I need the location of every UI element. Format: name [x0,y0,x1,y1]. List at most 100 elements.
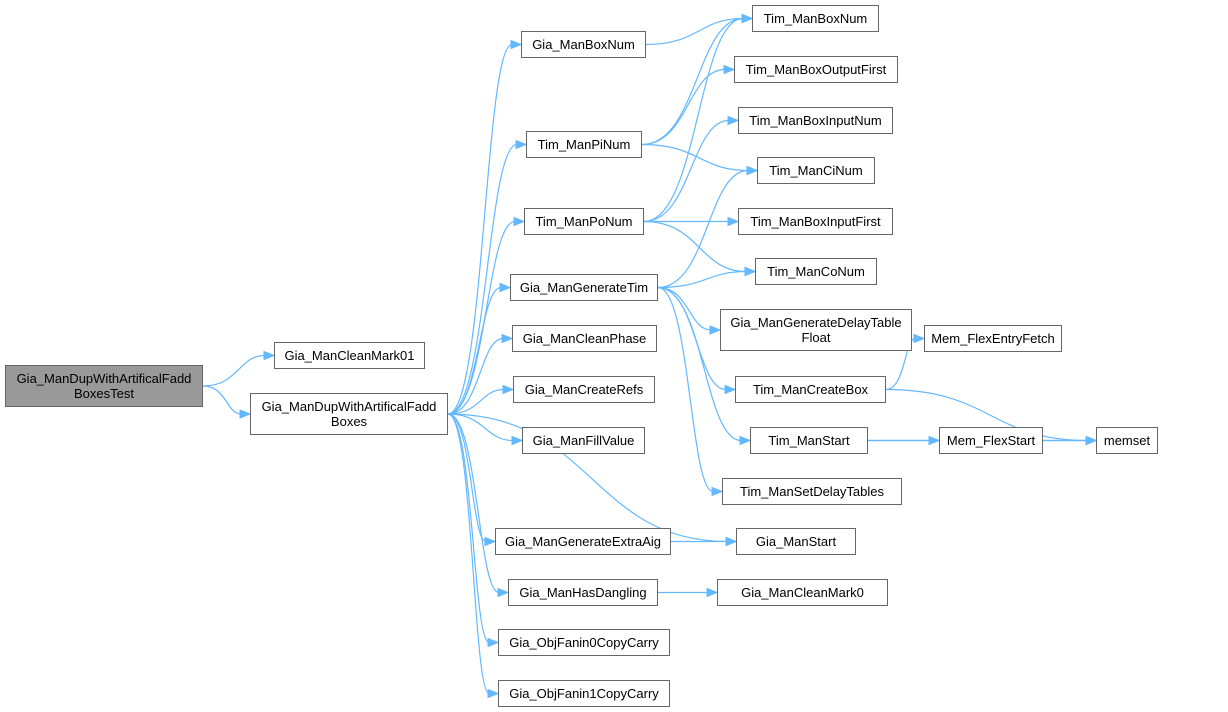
node-label: Gia_ObjFanin0CopyCarry [509,635,659,650]
node-label: Tim_ManCiNum [769,163,863,178]
node-setdelay[interactable]: Tim_ManSetDelayTables [722,478,902,505]
edge-gentim-to-createbox [657,286,727,391]
node-label: Tim_ManBoxInputFirst [750,214,881,229]
node-flexentry[interactable]: Mem_FlexEntryFetch [924,325,1062,352]
node-conum[interactable]: Tim_ManCoNum [755,258,877,285]
arrowhead-icon [497,587,510,598]
node-boxoutfirst[interactable]: Tim_ManBoxOutputFirst [734,56,898,83]
node-label: memset [1103,433,1151,448]
edge-timponum-to-boxinnum [643,119,730,223]
arrowhead-icon [727,216,740,227]
node-label: Gia_ObjFanin1CopyCarry [509,686,659,701]
edge-gentim-to-cinum [657,169,749,289]
node-label: Mem_FlexEntryFetch [931,331,1055,346]
node-label: Gia_ManCleanMark0 [741,585,864,600]
node-dupfadd[interactable]: Gia_ManDupWithArtificalFadd Boxes [250,393,448,435]
edge-root-to-cleanmark01 [202,354,266,387]
arrowhead-icon [515,139,528,150]
edge-dupfadd-to-createrefs [447,388,505,415]
node-label: Gia_ManStart [755,534,837,549]
edge-dupfadd-to-giaboxnum [447,43,513,415]
edge-timpinum-to-timboxnum [641,17,744,146]
arrowhead-icon [1085,435,1098,446]
edge-dupfadd-to-timpinum [447,143,518,415]
node-timpinum[interactable]: Tim_ManPiNum [526,131,642,158]
node-boxinfirst[interactable]: Tim_ManBoxInputFirst [738,208,893,235]
node-hasdangling[interactable]: Gia_ManHasDangling [508,579,658,606]
node-fanin1[interactable]: Gia_ObjFanin1CopyCarry [498,680,670,707]
arrowhead-icon [484,536,497,547]
node-flexstart[interactable]: Mem_FlexStart [939,427,1043,454]
edge-gentim-to-setdelay [657,286,714,493]
arrowhead-icon [723,64,736,75]
node-timstart[interactable]: Tim_ManStart [750,427,868,454]
node-memset[interactable]: memset [1096,427,1158,454]
node-boxinnum[interactable]: Tim_ManBoxInputNum [738,107,893,134]
node-label: Tim_ManStart [768,433,850,448]
node-giaboxnum[interactable]: Gia_ManBoxNum [521,31,646,58]
node-gentim[interactable]: Gia_ManGenerateTim [510,274,658,301]
node-root[interactable]: Gia_ManDupWithArtificalFadd BoxesTest [5,365,203,407]
edge-dupfadd-to-fanin0 [447,413,490,644]
edge-dupfadd-to-cleanphase [447,337,504,415]
node-label: Gia_ManDupWithArtificalFadd BoxesTest [16,371,192,401]
node-label: Tim_ManPoNum [535,214,633,229]
node-cleanphase[interactable]: Gia_ManCleanPhase [512,325,657,352]
node-createrefs[interactable]: Gia_ManCreateRefs [513,376,655,403]
node-fillvalue[interactable]: Gia_ManFillValue [522,427,645,454]
edge-dupfadd-to-fanin1 [447,413,490,695]
node-label: Gia_ManBoxNum [532,37,635,52]
arrowhead-icon [741,13,754,24]
arrowhead-icon [239,409,252,419]
node-label: Gia_ManCreateRefs [524,382,644,397]
node-label: Gia_ManFillValue [532,433,635,448]
node-label: Gia_ManGenerateTim [519,280,649,295]
node-fanin0[interactable]: Gia_ObjFanin0CopyCarry [498,629,670,656]
edge-gentim-to-timstart [657,286,742,442]
node-timponum[interactable]: Tim_ManPoNum [524,208,644,235]
node-label: Tim_ManCoNum [767,264,865,279]
edge-dupfadd-to-gentim [447,286,502,415]
arrowhead-icon [487,637,500,648]
node-timboxnum[interactable]: Tim_ManBoxNum [752,5,879,32]
node-gendelay[interactable]: Gia_ManGenerateDelayTable Float [720,309,912,351]
edge-root-to-dupfadd [202,385,242,415]
node-label: Tim_ManBoxInputNum [749,113,882,128]
arrowhead-icon [725,536,738,547]
node-label: Tim_ManSetDelayTables [739,484,885,499]
edge-dupfadd-to-giastart [447,413,728,543]
node-label: Mem_FlexStart [946,433,1036,448]
node-genextra[interactable]: Gia_ManGenerateExtraAig [495,528,671,555]
node-label: Gia_ManDupWithArtificalFadd Boxes [261,399,437,429]
arrowhead-icon [502,384,515,395]
node-giastart[interactable]: Gia_ManStart [736,528,856,555]
edge-timponum-to-conum [643,220,747,273]
arrowhead-icon [913,333,926,344]
edge-createbox-to-flexentry [885,337,916,391]
edge-timpinum-to-boxoutfirst [641,68,726,146]
node-label: Tim_ManCreateBox [752,382,869,397]
arrowhead-icon [263,350,276,361]
edge-gentim-to-gendelay [657,286,712,331]
node-label: Tim_ManPiNum [537,137,631,152]
node-cinum[interactable]: Tim_ManCiNum [757,157,875,184]
node-cleanmark01[interactable]: Gia_ManCleanMark01 [274,342,425,369]
node-label: Gia_ManGenerateExtraAig [504,534,662,549]
edge-timpinum-to-cinum [641,143,749,172]
arrowhead-icon [513,216,526,227]
node-label: Tim_ManBoxNum [763,11,868,26]
edge-timponum-to-timboxnum [643,17,744,223]
arrowhead-icon [727,115,740,126]
node-createbox[interactable]: Tim_ManCreateBox [735,376,886,403]
node-cleanmark0[interactable]: Gia_ManCleanMark0 [717,579,888,606]
node-label: Gia_ManCleanMark01 [284,348,415,363]
arrowhead-icon [711,486,724,497]
arrowhead-icon [739,435,752,446]
node-label: Gia_ManGenerateDelayTable Float [730,315,902,345]
edge-createbox-to-memset [885,388,1088,442]
node-label: Gia_ManHasDangling [519,585,647,600]
arrowhead-icon [499,282,512,293]
edge-giaboxnum-to-timboxnum [645,17,744,46]
arrowhead-icon [487,688,500,699]
